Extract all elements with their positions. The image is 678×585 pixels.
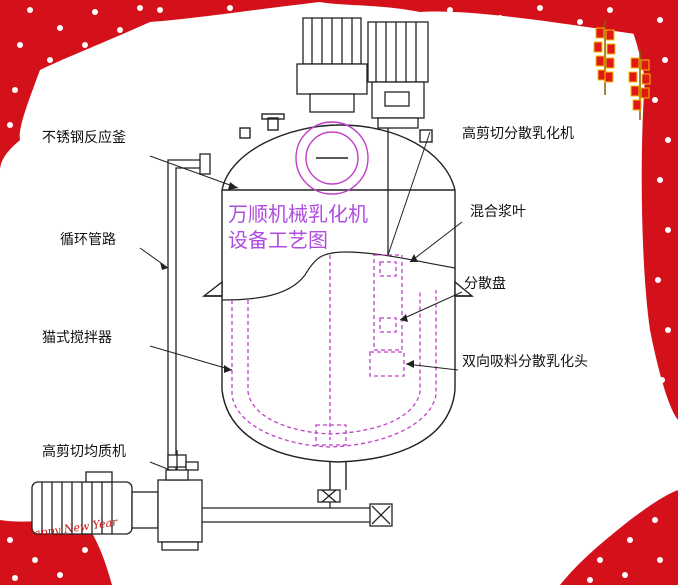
firecracker-icon xyxy=(628,50,651,120)
bottom-pipe xyxy=(200,489,393,527)
label-vessel: 不锈钢反应釜 xyxy=(42,130,126,146)
label-dispersion-disc: 分散盘 xyxy=(464,276,506,292)
center-title-line1: 万顺机械乳化机 xyxy=(228,202,368,226)
label-loop-pipe: 循环管路 xyxy=(60,232,116,248)
center-title-line2: 设备工艺图 xyxy=(228,228,328,252)
sight-glass xyxy=(295,121,369,195)
top-motors xyxy=(296,17,429,129)
reactor-vessel xyxy=(201,113,474,490)
label-high-shear-emulsifier: 高剪切分散乳化机 xyxy=(462,126,574,142)
label-inline-homogenizer: 高剪切均质机 xyxy=(42,444,126,460)
border-dots xyxy=(7,5,671,583)
label-anchor-agitator: 猫式搅拌器 xyxy=(42,330,112,346)
inline-homogenizer xyxy=(31,469,203,551)
label-mixing-blade: 混合浆叶 xyxy=(470,204,526,220)
circulation-pipe xyxy=(167,153,211,472)
firecracker-icon xyxy=(593,20,616,95)
anchor-agitator xyxy=(231,255,437,448)
emulsifier-shaft xyxy=(369,128,405,377)
label-suction-head: 双向吸料分散乳化头 xyxy=(462,354,588,370)
